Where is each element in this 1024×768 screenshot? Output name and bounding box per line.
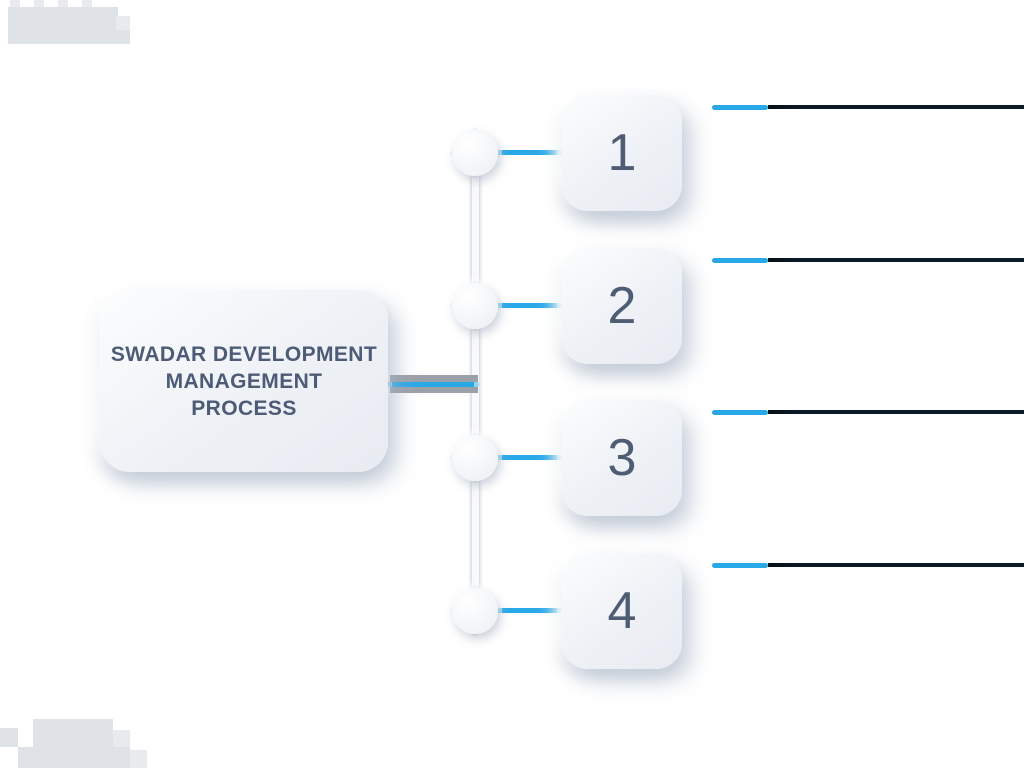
- step-3-number: 3: [607, 429, 637, 487]
- title-line-2: MANAGEMENT: [165, 369, 323, 393]
- title-line-1: SWADAR DEVELOPMENT: [110, 342, 378, 366]
- step-3-title-line: [768, 410, 1024, 414]
- deco-block: [8, 7, 118, 30]
- deco-block: [8, 30, 130, 44]
- step-2-accent-line: [712, 258, 768, 263]
- node-connector-line-1: [497, 150, 562, 155]
- step-3-accent-line: [712, 410, 768, 415]
- step-2-number: 2: [607, 277, 637, 335]
- deco-square: [82, 0, 92, 7]
- title-line-3: PROCESS: [191, 396, 297, 420]
- deco-block: [37, 747, 130, 768]
- deco-block: [33, 719, 113, 747]
- deco-square: [10, 0, 20, 7]
- deco-square: [18, 747, 37, 768]
- deco-square: [130, 750, 147, 768]
- timeline-node-circle-1: [452, 130, 498, 176]
- step-1-card: 1: [562, 95, 682, 211]
- node-connector-line-4: [497, 608, 562, 613]
- step-2-card: 2: [562, 248, 682, 364]
- deco-square: [0, 728, 18, 747]
- deco-square: [58, 0, 68, 7]
- step-4-title-line: [768, 563, 1024, 567]
- deco-square: [34, 0, 44, 7]
- step-4-accent-line: [712, 563, 768, 568]
- node-connector-line-2: [497, 303, 562, 308]
- diagram-title: SWADAR DEVELOPMENT MANAGEMENT PROCESS: [111, 341, 377, 422]
- step-1-number: 1: [607, 124, 637, 182]
- deco-square: [113, 730, 130, 747]
- timeline-node-circle-4: [452, 588, 498, 634]
- title-card: SWADAR DEVELOPMENT MANAGEMENT PROCESS: [100, 290, 388, 472]
- step-4-number: 4: [607, 582, 637, 640]
- title-connector-line: [387, 382, 479, 387]
- step-3-card: 3: [562, 400, 682, 516]
- step-1-title-line: [768, 105, 1024, 109]
- step-4-card: 4: [562, 553, 682, 669]
- timeline-node-circle-2: [452, 283, 498, 329]
- node-connector-line-3: [497, 455, 562, 460]
- step-2-title-line: [768, 258, 1024, 262]
- timeline-node-circle-3: [452, 435, 498, 481]
- step-1-accent-line: [712, 105, 768, 110]
